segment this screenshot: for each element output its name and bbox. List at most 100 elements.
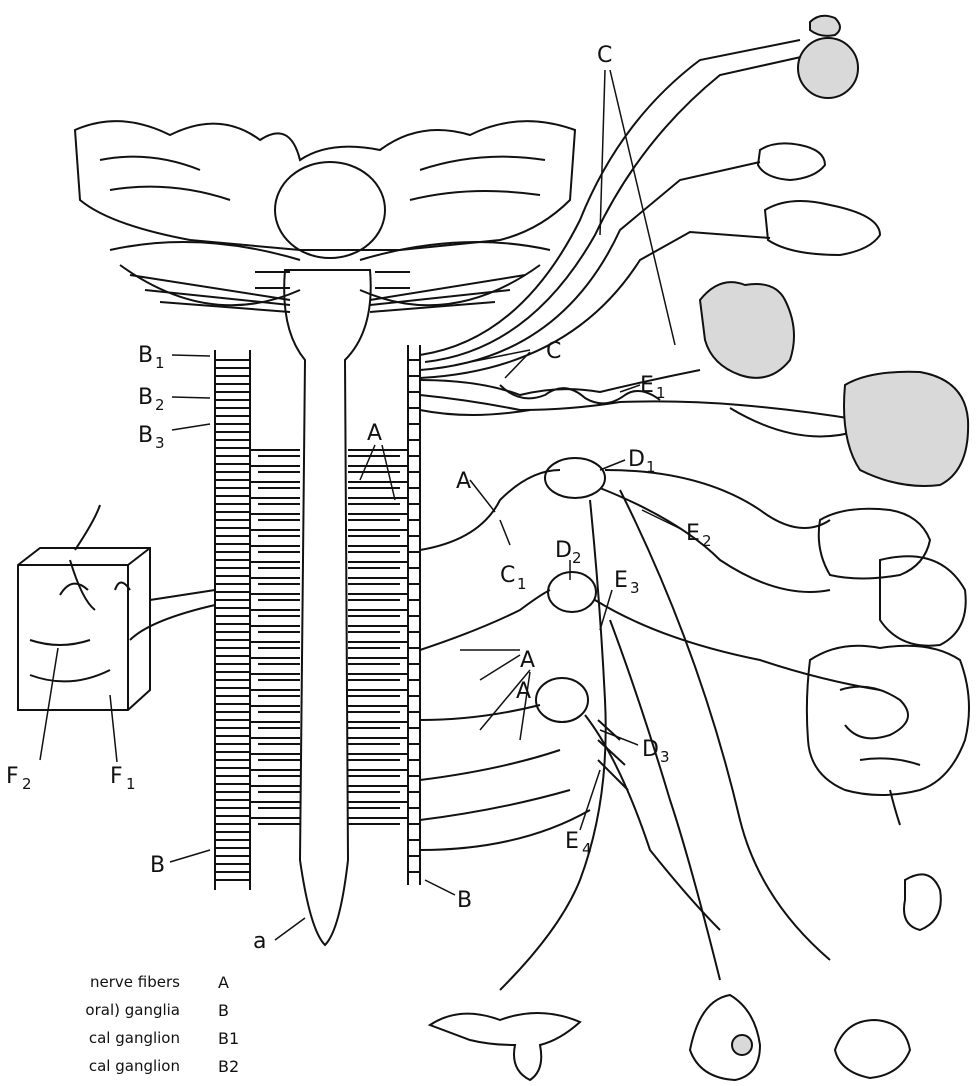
right-spinal-fiber (348, 594, 408, 600)
label-a: a (253, 929, 266, 954)
label-E2: E (686, 521, 700, 546)
bladder (835, 1020, 910, 1078)
left-spinal-fibers (250, 450, 300, 824)
legend-row: nerve fibers A (0, 968, 260, 996)
legend-key: A (218, 973, 229, 992)
left-spinal-fiber (250, 738, 300, 744)
label-D3-sub: 3 (660, 748, 670, 766)
left-chain-rung (215, 616, 250, 624)
right-spinal-fiber (348, 802, 408, 808)
left-chain-rung (215, 648, 250, 656)
label-B3-sub: 3 (155, 434, 165, 452)
left-chain-rung (215, 472, 250, 480)
label-B-left: B (150, 853, 165, 878)
left-chain-rung (215, 696, 250, 704)
legend-key: B2 (218, 1057, 239, 1076)
left-chain-rung (215, 584, 250, 592)
right-spinal-fiber (348, 610, 408, 616)
label-E4: E (565, 829, 579, 854)
left-chain-rung (215, 408, 250, 416)
left-spinal-fiber (250, 770, 300, 776)
stomach (880, 556, 966, 645)
label-F2: F (6, 764, 19, 789)
left-spinal-fiber (250, 658, 300, 664)
left-spinal-fiber (250, 482, 300, 488)
label-B2: B (138, 385, 153, 410)
skin-section (18, 505, 215, 710)
left-spinal-fiber (250, 722, 300, 728)
label-D1: D (628, 447, 645, 472)
left-chain-rung (215, 712, 250, 720)
left-chain-rung (215, 808, 250, 816)
label-C1-sub: 1 (517, 575, 527, 593)
label-E3-sub: 3 (630, 579, 640, 597)
legend-row: oral) ganglia B (0, 996, 260, 1024)
left-spinal-fiber (250, 578, 300, 584)
legend-key: B1 (218, 1029, 239, 1048)
right-spinal-fiber (348, 706, 408, 712)
right-spinal-fiber (348, 450, 408, 456)
left-chain-rung (215, 360, 250, 368)
left-chain-rung (215, 760, 250, 768)
right-spinal-fiber (348, 482, 408, 488)
right-spinal-fiber (348, 770, 408, 776)
left-chain-rung (215, 776, 250, 784)
left-spinal-fiber (250, 818, 300, 824)
right-spinal-fiber (348, 738, 408, 744)
left-spinal-fiber (250, 690, 300, 696)
label-E4-sub: 4 (582, 840, 592, 858)
right-spinal-fiber (348, 674, 408, 680)
intestines (807, 646, 969, 825)
left-chain-rung (215, 680, 250, 688)
left-spinal-fiber (250, 514, 300, 520)
legend-term: oral) ganglia (0, 1001, 180, 1019)
label-B-right: B (457, 888, 472, 913)
left-chain-rung (215, 600, 250, 608)
label-C1: C (500, 563, 515, 588)
male-reproductive (690, 995, 760, 1080)
left-chain-rung (215, 488, 250, 496)
legend-term: cal ganglion (0, 1029, 180, 1047)
liver (819, 509, 930, 579)
left-spinal-fiber (250, 594, 300, 600)
label-D2: D (555, 538, 572, 563)
left-spinal-fiber (250, 706, 300, 712)
right-spinal-fiber (348, 562, 408, 568)
kidney (904, 874, 941, 930)
right-spinal-fiber (348, 530, 408, 536)
left-spinal-fiber (250, 562, 300, 568)
left-chain-rung (215, 824, 250, 832)
right-spinal-fibers (348, 450, 408, 824)
left-chain-rung (215, 536, 250, 544)
label-F1-sub: 1 (126, 775, 136, 793)
right-spinal-fiber (348, 722, 408, 728)
left-chain-rung (215, 440, 250, 448)
left-spinal-fiber (250, 466, 300, 472)
left-chain-rung (215, 840, 250, 848)
left-chain-rung (215, 392, 250, 400)
spinal-cord (284, 270, 371, 945)
label-F2-sub: 2 (22, 775, 32, 793)
right-spinal-fiber (348, 690, 408, 696)
legend-row: cal ganglion B2 (0, 1052, 260, 1080)
left-chain-rung (215, 744, 250, 752)
left-spinal-fiber (250, 674, 300, 680)
right-chain-rungs (408, 360, 420, 872)
left-spinal-fiber (250, 642, 300, 648)
left-spinal-fiber (250, 546, 300, 552)
left-chain-rung (215, 792, 250, 800)
label-B1-sub: 1 (155, 354, 165, 372)
eye (798, 16, 858, 98)
left-spinal-fiber (250, 754, 300, 760)
brain-illustration (75, 121, 575, 312)
right-spinal-fiber (348, 466, 408, 472)
label-A-lower2: A (516, 679, 531, 704)
right-spinal-fiber (348, 786, 408, 792)
salivary-gland (765, 201, 880, 255)
right-spinal-fiber (348, 498, 408, 504)
label-B1: B (138, 343, 153, 368)
abdominal-fibers (420, 458, 880, 990)
label-E1-sub: 1 (656, 384, 666, 402)
legend: nerve fibers A oral) ganglia B cal gangl… (0, 968, 260, 1080)
label-E1: E (640, 373, 654, 398)
